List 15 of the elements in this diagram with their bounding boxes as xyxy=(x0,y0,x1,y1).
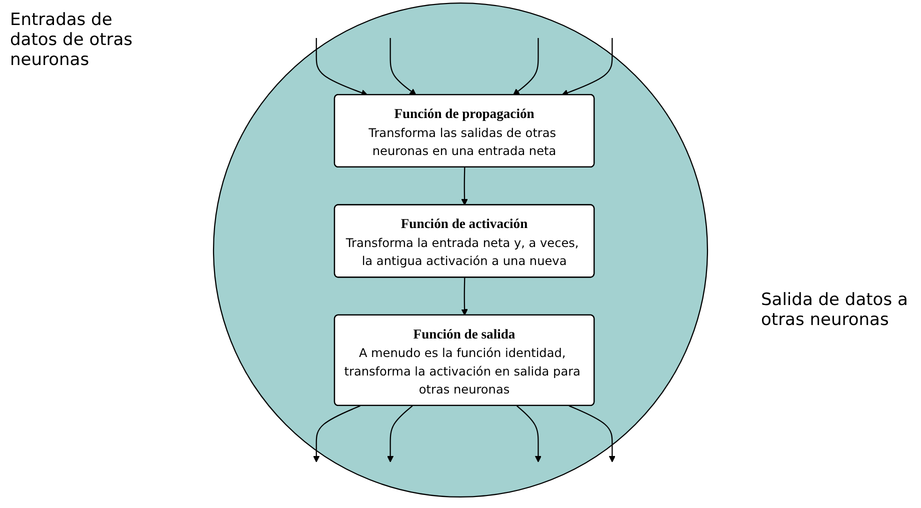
function-box: Función de salida A menudo es la función identidad, transforma la activación en salida para otras neuronas xyxy=(334,314,595,406)
arrow xyxy=(516,405,542,462)
arrow xyxy=(390,38,416,96)
function-box: Función de activación Transforma la entrada neta y, a veces, la antigua activación a una nueva xyxy=(334,204,595,278)
arrow xyxy=(562,38,613,96)
io-label: Salida de datos a otras neuronas xyxy=(761,290,909,330)
io-label: Entradas de datos de otras neuronas xyxy=(10,10,134,70)
arrow xyxy=(461,167,468,206)
function-box: Función de propagación Transforma las salidas de otras neuronas en una entrada neta xyxy=(334,94,595,168)
arrow xyxy=(512,38,539,96)
arrow xyxy=(387,405,413,462)
arrow xyxy=(313,405,360,462)
arrow xyxy=(461,278,468,316)
arrow xyxy=(568,405,616,462)
arrow xyxy=(316,38,368,96)
